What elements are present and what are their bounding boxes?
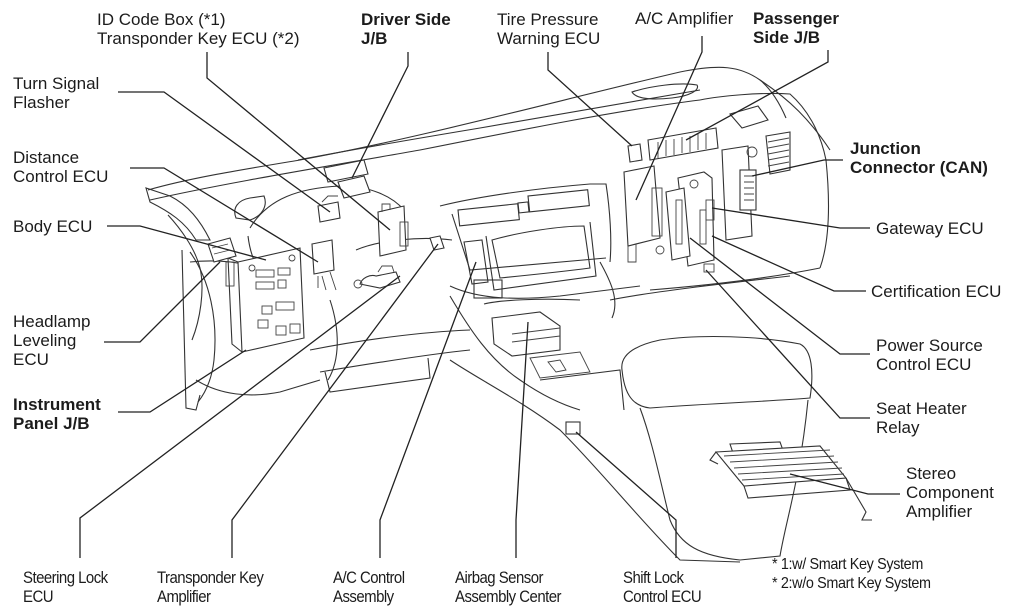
label-certification-ecu: Certification ECU — [871, 282, 1002, 301]
leader-seat-heater — [705, 269, 870, 419]
leader-stereo-amp — [789, 473, 900, 495]
distance-control-ecu-drawing — [311, 239, 337, 291]
leader-turn-signal — [118, 91, 331, 213]
leader-transponder-amp — [231, 243, 439, 558]
tire-pressure-ecu-drawing — [627, 143, 643, 163]
label-distance-control-ecu: Distance Control ECU — [13, 148, 109, 186]
label-steering-lock-ecu: Steering Lock ECU — [23, 568, 108, 606]
gateway-certification-ecu-drawing — [665, 171, 715, 273]
leader-id-code-box — [206, 52, 391, 231]
label-id-code-box: ID Code Box (*1) Transponder Key ECU (*2… — [97, 10, 300, 48]
turn-signal-flasher-drawing — [317, 195, 341, 223]
label-driver-side-jb: Driver Side J/B — [361, 10, 451, 48]
label-power-source-control-ecu: Power Source Control ECU — [876, 336, 983, 374]
label-passenger-side-jb: Passenger Side J/B — [753, 9, 839, 47]
leader-certification-ecu — [711, 235, 866, 292]
footnote-no-smart-key: * 2:w/o Smart Key System — [772, 575, 931, 592]
label-seat-heater-relay: Seat Heater Relay — [876, 399, 967, 437]
leader-junction-connector — [751, 159, 843, 177]
leader-airbag-sensor — [515, 321, 529, 558]
label-ac-control-assembly: A/C Control Assembly — [333, 568, 405, 606]
center-console-drawing — [449, 295, 872, 563]
footnotes: * 1:w/ Smart Key System * 2:w/o Smart Ke… — [772, 555, 931, 593]
label-transponder-key-amplifier: Transponder Key Amplifier — [157, 568, 264, 606]
leader-ac-amplifier — [635, 36, 703, 201]
transponder-key-amp-drawing — [429, 235, 445, 251]
id-code-box-drawing — [377, 203, 409, 257]
leader-power-source — [689, 237, 870, 355]
label-airbag-sensor-assembly-center: Airbag Sensor Assembly Center — [455, 568, 562, 606]
label-instrument-panel-jb: Instrument Panel J/B — [13, 395, 101, 433]
dashboard-outline — [145, 66, 831, 411]
label-body-ecu: Body ECU — [13, 217, 93, 236]
label-headlamp-leveling-ecu: Headlamp Leveling ECU — [13, 312, 91, 369]
leader-ac-control — [379, 261, 477, 558]
leader-tire-pressure — [547, 52, 633, 147]
leader-body-ecu — [107, 225, 267, 261]
label-tire-pressure-ecu: Tire Pressure Warning ECU — [497, 10, 601, 48]
leader-gateway-ecu — [711, 207, 870, 229]
junction-connector-drawing — [721, 145, 758, 241]
body-ecu-drawing — [207, 237, 237, 287]
label-turn-signal-flasher: Turn Signal Flasher — [13, 74, 100, 112]
leader-lines — [79, 36, 900, 558]
ac-amplifier-drawing — [623, 165, 665, 263]
leader-shift-lock — [575, 431, 677, 558]
leader-driver-side-jb — [351, 52, 409, 179]
label-gateway-ecu: Gateway ECU — [876, 219, 984, 238]
leader-distance-control — [130, 167, 319, 263]
label-shift-lock-control-ecu: Shift Lock Control ECU — [623, 568, 702, 606]
leader-headlamp-leveling — [104, 261, 221, 343]
instrument-panel-jb-drawing — [227, 247, 305, 353]
label-junction-connector: Junction Connector (CAN) — [850, 139, 988, 177]
leader-instrument-panel-jb — [118, 349, 247, 413]
leader-passenger-side-jb — [685, 50, 829, 141]
footnote-smart-key: * 1:w/ Smart Key System — [772, 556, 923, 573]
steering-lock-drawing — [353, 265, 401, 289]
leader-steering-lock — [79, 275, 401, 558]
label-ac-amplifier: A/C Amplifier — [635, 9, 734, 28]
label-stereo-component-amplifier: Stereo Component Amplifier — [906, 464, 994, 521]
passenger-side-jb-drawing — [647, 127, 719, 161]
